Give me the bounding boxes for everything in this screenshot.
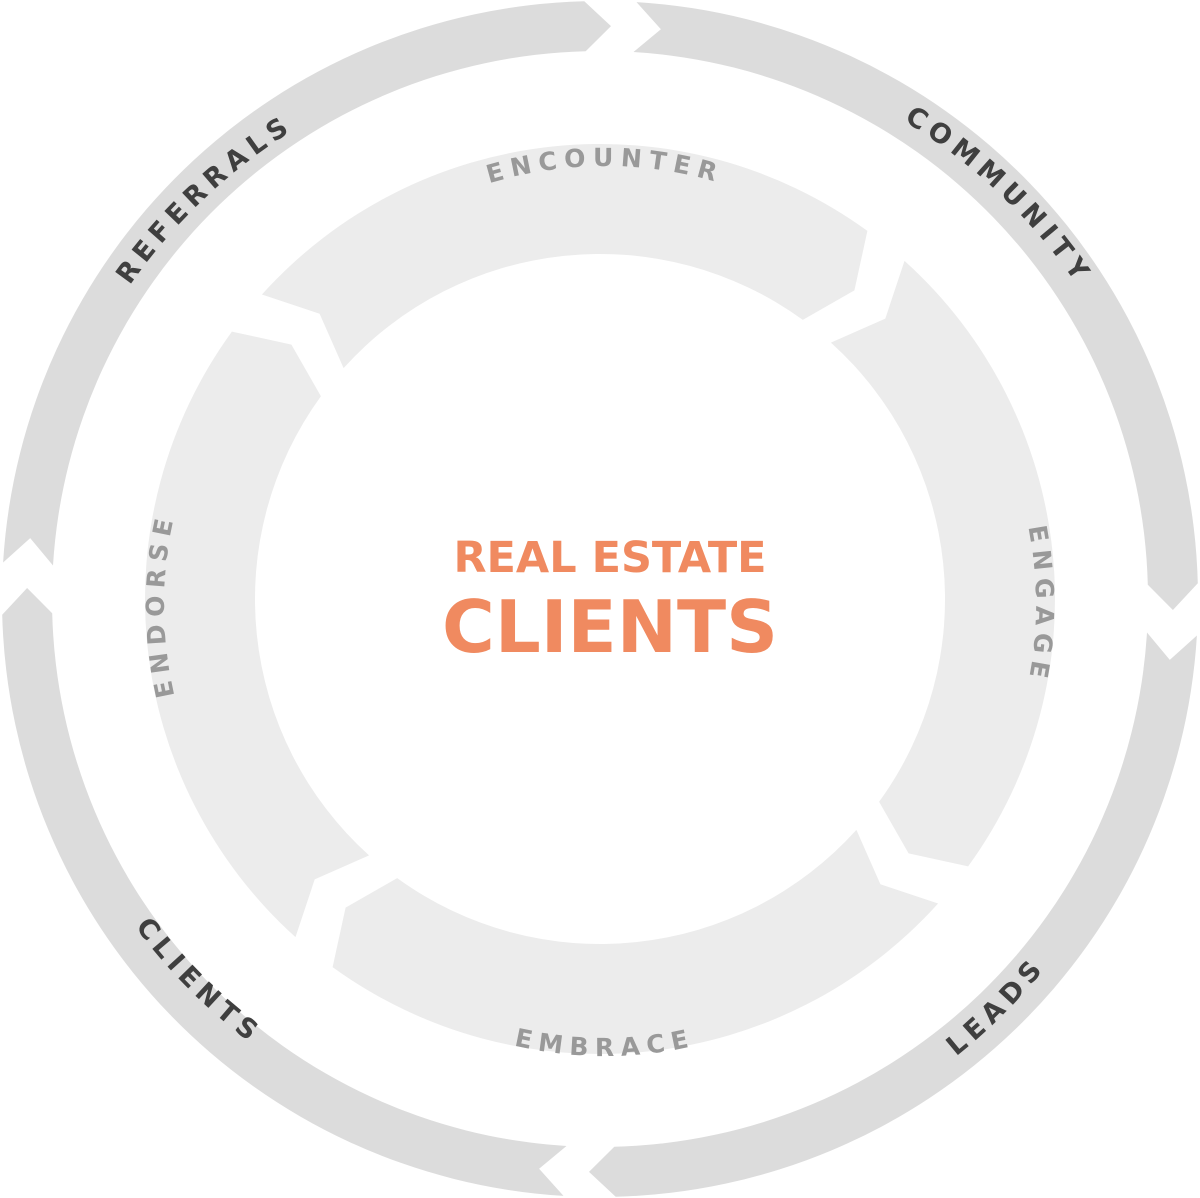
outer-label-referrals: REFERRALS — [110, 109, 299, 290]
outer-segment-clients — [2, 588, 567, 1196]
outer-segment-leads — [589, 632, 1197, 1197]
outer-segment-referrals — [3, 1, 612, 566]
inner-segment-endorse — [145, 331, 370, 938]
center-title-line2: CLIENTS — [442, 585, 778, 669]
inner-label-endorse: ENDORSE — [141, 509, 180, 700]
inner-ring — [145, 144, 1055, 1054]
outer-segment-community — [633, 2, 1198, 611]
center-title-line1: REAL ESTATE — [453, 533, 766, 583]
inner-segment-embrace — [332, 829, 939, 1054]
inner-segment-engage — [830, 260, 1055, 867]
inner-segment-encounter — [261, 144, 868, 369]
outer-label-community: COMMUNITY — [900, 100, 1098, 291]
